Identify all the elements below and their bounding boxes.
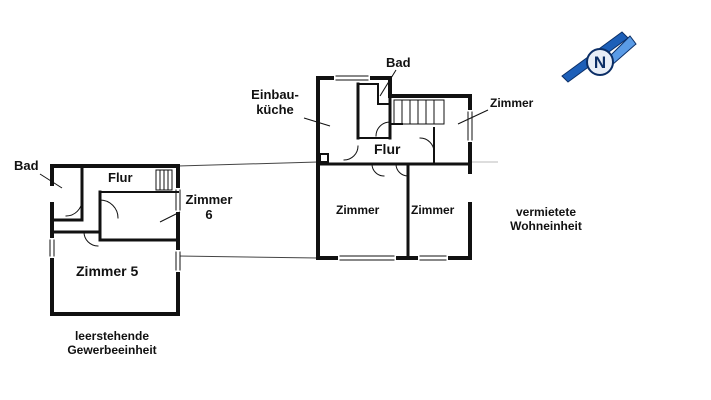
left-unit-caption-line1: leerstehende [74,329,150,343]
right-unit-caption-line1: vermietete [515,205,577,219]
leader-lines [39,69,489,223]
right-unit-caption-line2: Wohneinheit [510,218,582,233]
zimmer-right-label: Zimmer [411,203,455,217]
left-unit-caption: leerstehende Gewerbeeinheit [44,329,180,358]
zimmer-left-label: Zimmer [336,203,380,217]
compass-letter: N [594,53,606,72]
right-unit-walls [316,75,473,261]
right-bad-label: Bad [386,55,411,70]
left-bad-label: Bad [14,158,39,173]
connector-lines [177,161,498,259]
left-flur-label: Flur [108,170,133,185]
compass-north-icon: N [561,31,637,83]
kitchen-label: Einbau- küche [244,87,306,118]
right-unit-caption: vermietete Wohneinheit [494,205,598,234]
zimmer-5-label: Zimmer 5 [76,263,139,279]
kitchen-line1: Einbau- [251,87,299,102]
right-flur-label: Flur [374,141,401,157]
zimmer-6-line1: Zimmer [185,192,233,207]
zimmer-6-label: Zimmer 6 [182,192,236,223]
left-unit-caption-line2: Gewerbeeinheit [67,342,157,357]
left-unit-walls [49,164,181,316]
zimmer-top-label: Zimmer [490,96,534,110]
kitchen-line2: küche [256,101,294,117]
zimmer-6-line2: 6 [205,206,213,222]
